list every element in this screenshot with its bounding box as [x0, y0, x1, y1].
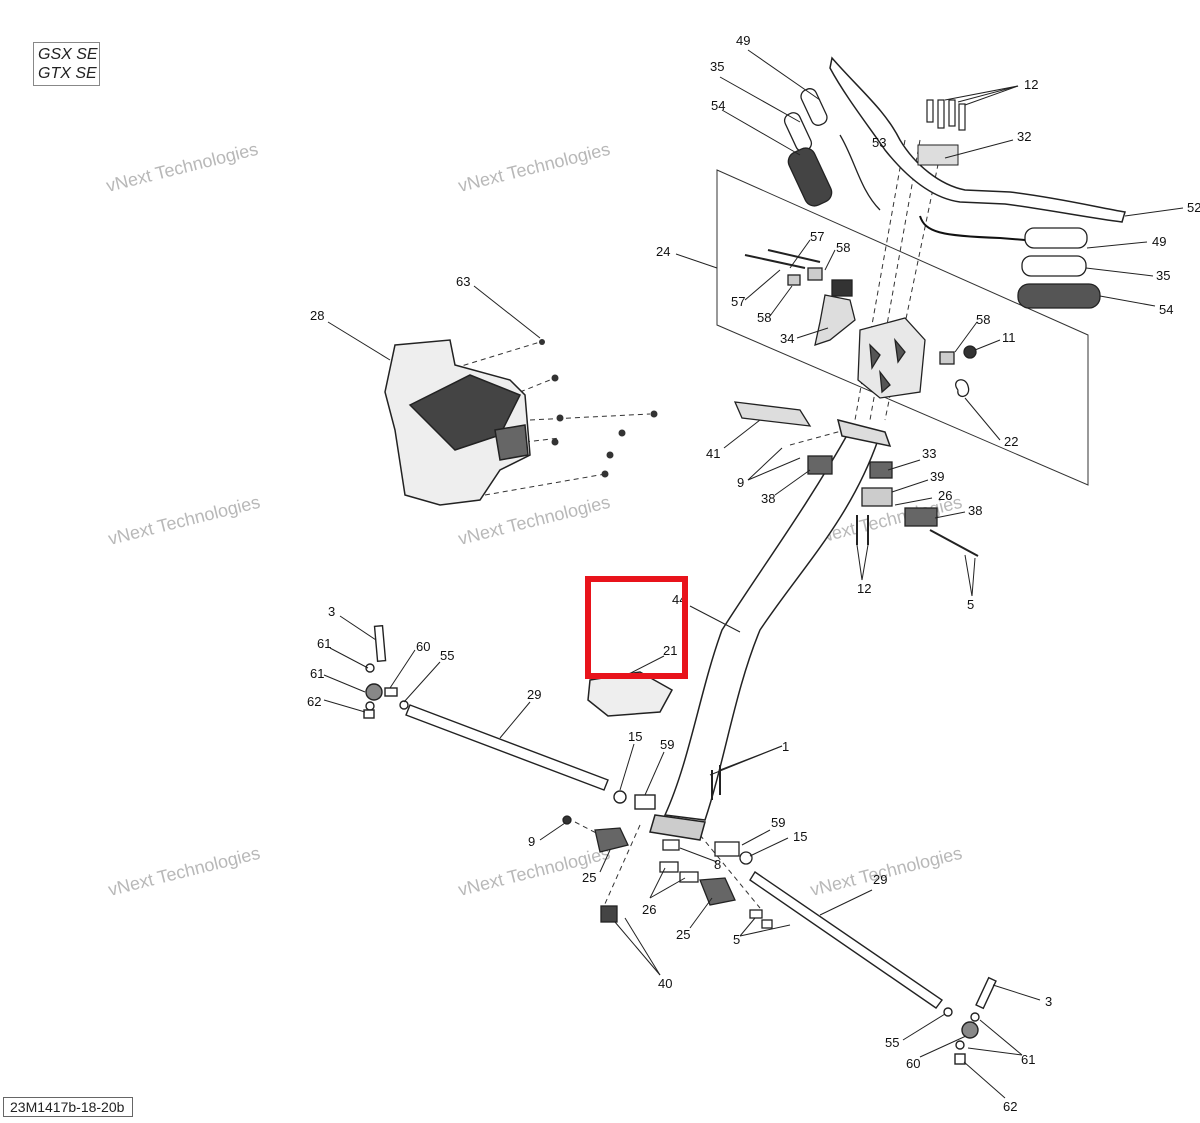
callout-label: 32 — [1017, 129, 1031, 144]
diagram-reference-code: 23M1417b-18-20b — [3, 1097, 133, 1117]
model-name: GTX SE — [38, 65, 97, 82]
callout-label: 41 — [706, 446, 720, 461]
callout-label: 54 — [711, 98, 725, 113]
watermark: vNext Technologies — [456, 139, 612, 196]
callout-label: 34 — [780, 331, 794, 346]
callout-label: 8 — [714, 857, 721, 872]
callout-label: 57 — [810, 229, 824, 244]
callout-label: 3 — [1045, 994, 1052, 1009]
watermark: vNext Technologies — [106, 843, 262, 900]
watermark: vNext Technologies — [106, 492, 262, 549]
callout-label: 26 — [642, 902, 656, 917]
callout-label: 25 — [676, 927, 690, 942]
highlight-box — [585, 576, 688, 679]
callout-label: 57 — [731, 294, 745, 309]
callout-label: 55 — [885, 1035, 899, 1050]
callout-label: 29 — [527, 687, 541, 702]
callout-label: 52 — [1187, 200, 1200, 215]
callout-label: 26 — [938, 488, 952, 503]
callout-label: 1 — [782, 739, 789, 754]
callout-label: 35 — [1156, 268, 1170, 283]
callout-label: 5 — [733, 932, 740, 947]
callout-label: 58 — [757, 310, 771, 325]
callout-label: 24 — [656, 244, 670, 259]
callout-label: 29 — [873, 872, 887, 887]
right-grip-assembly — [919, 215, 1101, 309]
leader-lines — [323, 49, 1184, 1099]
callout-label: 35 — [710, 59, 724, 74]
pole-parts — [711, 401, 979, 800]
left-steering-rod — [363, 624, 656, 810]
callout-label: 11 — [1002, 330, 1016, 345]
callout-label: 62 — [307, 694, 321, 709]
callout-labels: 49 35 54 53 12 32 52 49 35 54 24 57 58 5… — [307, 33, 1200, 1114]
callout-label: 60 — [906, 1056, 920, 1071]
callout-label: 58 — [976, 312, 990, 327]
handle-block-assembly — [744, 249, 977, 399]
callout-label: 9 — [528, 834, 535, 849]
callout-label: 12 — [1024, 77, 1038, 92]
left-grip-assembly — [783, 88, 881, 211]
handlepole — [649, 418, 892, 841]
callout-label: 62 — [1003, 1099, 1017, 1114]
callout-label: 49 — [736, 33, 750, 48]
handlebar — [829, 56, 1126, 223]
callout-label: 55 — [440, 648, 454, 663]
callout-label: 63 — [456, 274, 470, 289]
callout-label: 5 — [967, 597, 974, 612]
callout-label: 39 — [930, 469, 944, 484]
callout-label: 60 — [416, 639, 430, 654]
lower-pivot-parts — [562, 815, 773, 929]
cover-28 — [384, 339, 531, 506]
bolts-12-top — [926, 99, 966, 131]
watermark: vNext Technologies — [104, 139, 260, 196]
callout-label: 38 — [761, 491, 775, 506]
callout-label: 28 — [310, 308, 324, 323]
callout-label: 9 — [737, 475, 744, 490]
callout-label: 49 — [1152, 234, 1166, 249]
clamp-32 — [917, 144, 959, 166]
callout-label: 15 — [793, 829, 807, 844]
callout-label: 25 — [582, 870, 596, 885]
model-name: GSX SE — [38, 46, 98, 63]
callout-label: 59 — [660, 737, 674, 752]
callout-label: 38 — [968, 503, 982, 518]
callout-label: 15 — [628, 729, 642, 744]
callout-label: 53 — [872, 135, 886, 150]
callout-label: 59 — [771, 815, 785, 830]
subassembly-frame — [716, 169, 1089, 486]
callout-label: 3 — [328, 604, 335, 619]
callout-label: 40 — [658, 976, 672, 991]
callout-label: 12 — [857, 581, 871, 596]
callout-label: 33 — [922, 446, 936, 461]
model-label-box: GSX SE GTX SE — [33, 42, 100, 86]
part-21-cover — [587, 671, 674, 717]
callout-label: 61 — [317, 636, 331, 651]
right-steering-rod — [749, 871, 997, 1065]
callout-label: 54 — [1159, 302, 1173, 317]
callout-label: 58 — [836, 240, 850, 255]
callout-label: 61 — [310, 666, 324, 681]
callout-label: 21 — [663, 643, 677, 658]
cover-screws — [539, 339, 658, 478]
callout-label: 61 — [1021, 1052, 1035, 1067]
callout-label: 22 — [1004, 434, 1018, 449]
